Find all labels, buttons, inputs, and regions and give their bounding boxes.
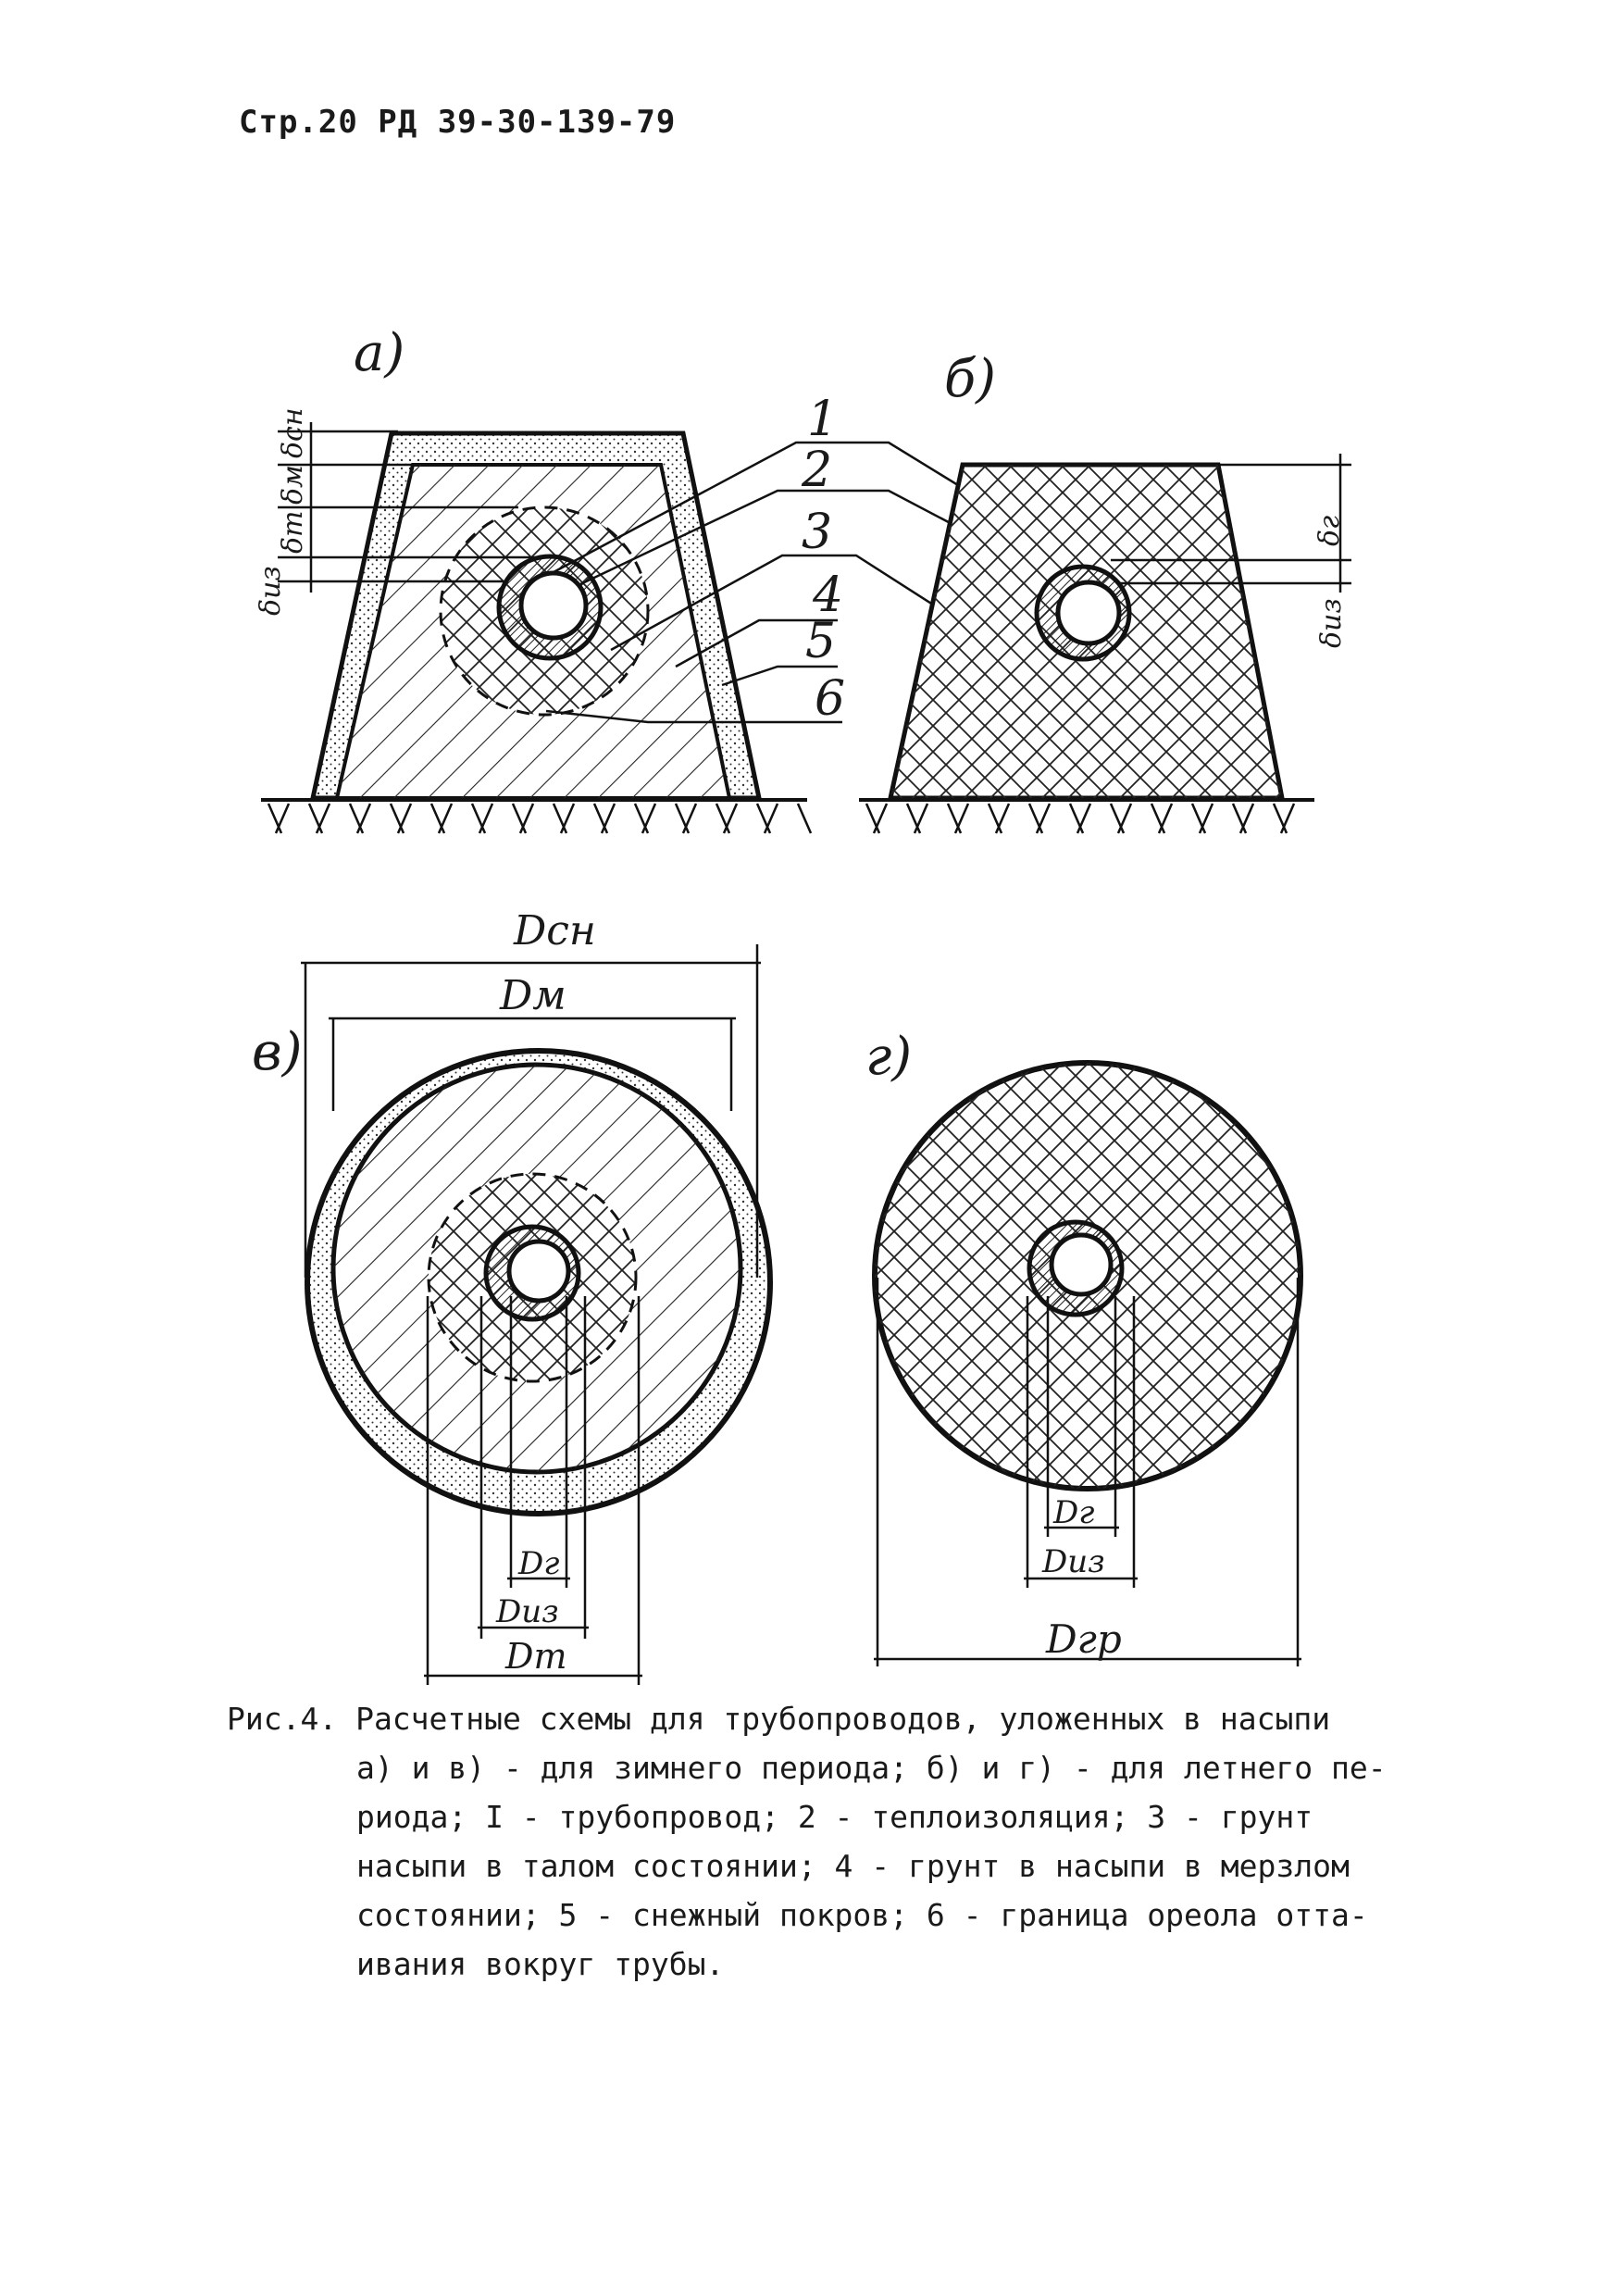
dim-D-iz: Dиз bbox=[495, 1593, 559, 1630]
dim-delta-sn: δсн bbox=[277, 407, 309, 458]
pipe bbox=[518, 570, 589, 641]
panel-label-a: а) bbox=[354, 323, 404, 383]
dim-delta-t: δт bbox=[277, 510, 309, 554]
dimension-lines-g bbox=[874, 1278, 1301, 1666]
caption-line: насыпи в талом состоянии; 4 - грунт в на… bbox=[356, 1848, 1350, 1884]
ground-hatch-b bbox=[865, 803, 1296, 834]
dim-D-sn: Dсн bbox=[513, 907, 596, 955]
dimension-lines-a bbox=[278, 422, 546, 593]
callout-5: 5 bbox=[805, 614, 836, 669]
panel-a: δсн δм δт δиз а) bbox=[255, 323, 813, 834]
dimension-lines-v bbox=[301, 944, 761, 1685]
page-header: Стр.20 РД 39-30-139-79 bbox=[239, 104, 677, 141]
pipe-b bbox=[1055, 580, 1122, 646]
panel-b: δг δиз б) bbox=[859, 349, 1351, 834]
panel-v: Dсн Dм Dг Dиз Dт в) bbox=[252, 907, 773, 1685]
caption-line: риода; I - трубопровод; 2 - теплоизоляци… bbox=[356, 1799, 1313, 1835]
panel-label-v: в) bbox=[252, 1022, 302, 1082]
dim-D-iz-2: Dиз bbox=[1041, 1543, 1105, 1580]
dim-D-t: Dт bbox=[504, 1636, 567, 1677]
dim-D-m: Dм bbox=[499, 972, 566, 1019]
figure-caption: Рис.4. Расчетные схемы для трубопроводов… bbox=[227, 1694, 1449, 1989]
panel-label-g: г) bbox=[865, 1027, 912, 1087]
dim-D-g-2: Dг bbox=[1052, 1494, 1094, 1531]
callout-3: 3 bbox=[802, 505, 832, 560]
dim-delta-m: δм bbox=[277, 465, 309, 505]
callout-4: 4 bbox=[812, 568, 843, 623]
dimension-lines-b bbox=[1111, 454, 1351, 593]
dim-delta-g: δг bbox=[1313, 516, 1346, 546]
caption-line: ивания вокруг трубы. bbox=[356, 1946, 725, 1982]
dim-D-gr: Dгр bbox=[1045, 1616, 1122, 1662]
pipe-v bbox=[506, 1239, 571, 1304]
callout-2: 2 bbox=[801, 443, 832, 498]
panel-label-b: б) bbox=[944, 349, 996, 409]
ground-hatch-a bbox=[267, 803, 813, 834]
dim-D-g: Dг bbox=[517, 1545, 559, 1582]
pipe-g bbox=[1049, 1232, 1114, 1297]
panel-g: Dг Dиз Dгр г) bbox=[865, 1027, 1303, 1666]
dim-delta-iz-b: δиз bbox=[1315, 598, 1348, 648]
caption-line: а) и в) - для зимнего периода; б) и г) -… bbox=[356, 1750, 1387, 1786]
callout-6: 6 bbox=[815, 671, 845, 727]
callout-1: 1 bbox=[807, 392, 838, 447]
dim-delta-iz: δиз bbox=[255, 566, 287, 616]
caption-first-line: Рис.4. Расчетные схемы для трубопроводов… bbox=[227, 1701, 1331, 1737]
caption-line: состоянии; 5 - снежный покров; 6 - грани… bbox=[356, 1897, 1368, 1933]
